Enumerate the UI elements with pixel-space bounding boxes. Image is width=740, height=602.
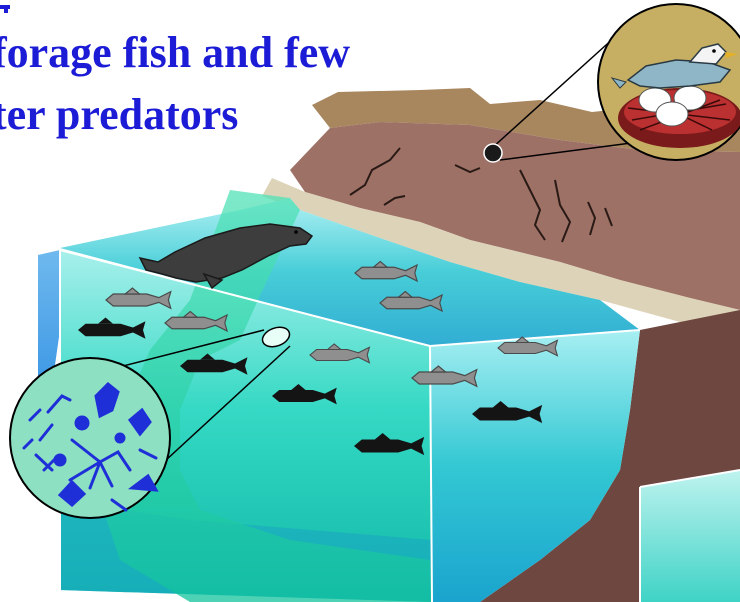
title-line-1: forage fish and few [0, 28, 350, 78]
seabird-lens [598, 4, 740, 160]
nest-marker [484, 144, 502, 162]
corner-block [640, 470, 740, 602]
title-line-2: ter predators [0, 90, 238, 140]
plankton-icon [10, 358, 170, 518]
title-corner-mark [0, 0, 10, 8]
